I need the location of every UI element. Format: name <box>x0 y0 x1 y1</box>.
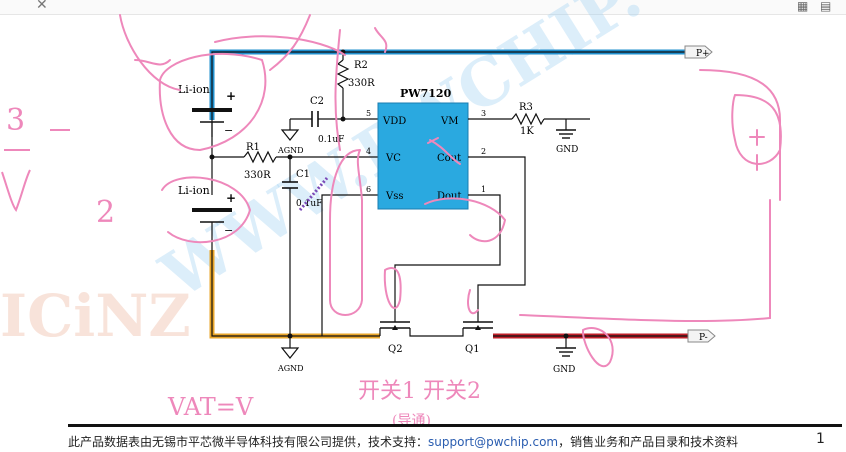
r2-resistor <box>336 59 350 89</box>
viewer-toolbar: ✕ ▦ ▤ <box>0 0 846 15</box>
pin-vm: VM <box>440 116 458 127</box>
p-minus-label: P- <box>699 333 708 343</box>
footer-divider <box>68 424 842 427</box>
pw7120-chip <box>377 102 469 210</box>
purple-marker-stroke <box>298 177 329 211</box>
agnd-label-bottom: AGND <box>277 364 304 373</box>
r1-resistor <box>243 150 277 164</box>
handwritten-annotations <box>119 14 782 368</box>
support-email-link[interactable]: support@pwchip.com <box>428 435 559 449</box>
battery-top-minus: − <box>224 124 233 137</box>
pin-number-1: 1 <box>481 185 486 194</box>
battery-bottom-minus: − <box>224 224 233 237</box>
document-icon[interactable]: ▤ <box>820 0 832 13</box>
handwritten-switch-note: 开关1 开关2 <box>358 379 481 404</box>
pin-dout: Dout <box>437 191 462 202</box>
agnd-symbol-bottom <box>280 347 300 359</box>
pin-number-5: 5 <box>366 109 371 118</box>
footer-company: 此产品数据表由无锡市平芯微半导体科技有限公司提供，技术支持： <box>68 435 429 449</box>
battery-top-plus: + <box>226 89 236 103</box>
handwritten-left-digit: 3 <box>6 103 25 138</box>
r3-ref: R3 <box>519 102 533 113</box>
c1-value: 0.1uF <box>296 199 322 209</box>
r2-ref: R2 <box>354 60 368 71</box>
r1-ref: R1 <box>246 142 260 153</box>
pin-vss: Vss <box>385 191 404 202</box>
c1-ref: C1 <box>296 169 310 180</box>
pin-vdd: VDD <box>382 116 406 127</box>
pin-cout: Cout <box>437 153 461 164</box>
agnd-symbol-top <box>280 129 300 141</box>
r2-value: 330R <box>348 78 375 89</box>
p-minus-terminal <box>687 329 716 343</box>
page-number: 1 <box>816 431 825 447</box>
pin-number-6: 6 <box>366 185 371 194</box>
r3-resistor <box>511 112 545 126</box>
pin-number-4: 4 <box>366 147 371 156</box>
battery-bottom-plus: + <box>226 191 236 205</box>
agnd-label-top: AGND <box>277 146 304 155</box>
battery-top-label: Li-ion <box>178 83 210 96</box>
footer-text: 此产品数据表由无锡市平芯微半导体科技有限公司提供，技术支持：support@pw… <box>68 433 738 450</box>
r3-value: 1K <box>520 126 534 137</box>
battery-bottom-label: Li-ion <box>178 184 210 197</box>
gnd-label-top: GND <box>556 145 578 155</box>
footer-sales: ，销售业务和产品目录和技术资料 <box>558 435 739 449</box>
r1-value: 330R <box>244 170 271 181</box>
c2-ref: C2 <box>310 96 324 107</box>
p-plus-terminal <box>684 45 713 59</box>
handwritten-left-digit-2: 2 <box>96 195 115 230</box>
brand-watermark: ICiNZ <box>0 282 191 350</box>
q1-label: Q1 <box>465 344 480 355</box>
chip-name: PW7120 <box>400 87 452 100</box>
close-icon[interactable]: ✕ <box>36 0 48 13</box>
p-plus-label: P+ <box>696 49 710 59</box>
pin-number-2: 2 <box>481 147 486 156</box>
q2-label: Q2 <box>388 344 403 355</box>
gnd-label-bottom: GND <box>553 365 575 375</box>
grid-icon[interactable]: ▦ <box>797 0 809 13</box>
c2-value: 0.1uF <box>318 135 344 145</box>
pin-vc: VC <box>385 153 401 164</box>
pin-number-3: 3 <box>481 109 486 118</box>
handwritten-vat-note: VAT=V <box>167 393 254 421</box>
